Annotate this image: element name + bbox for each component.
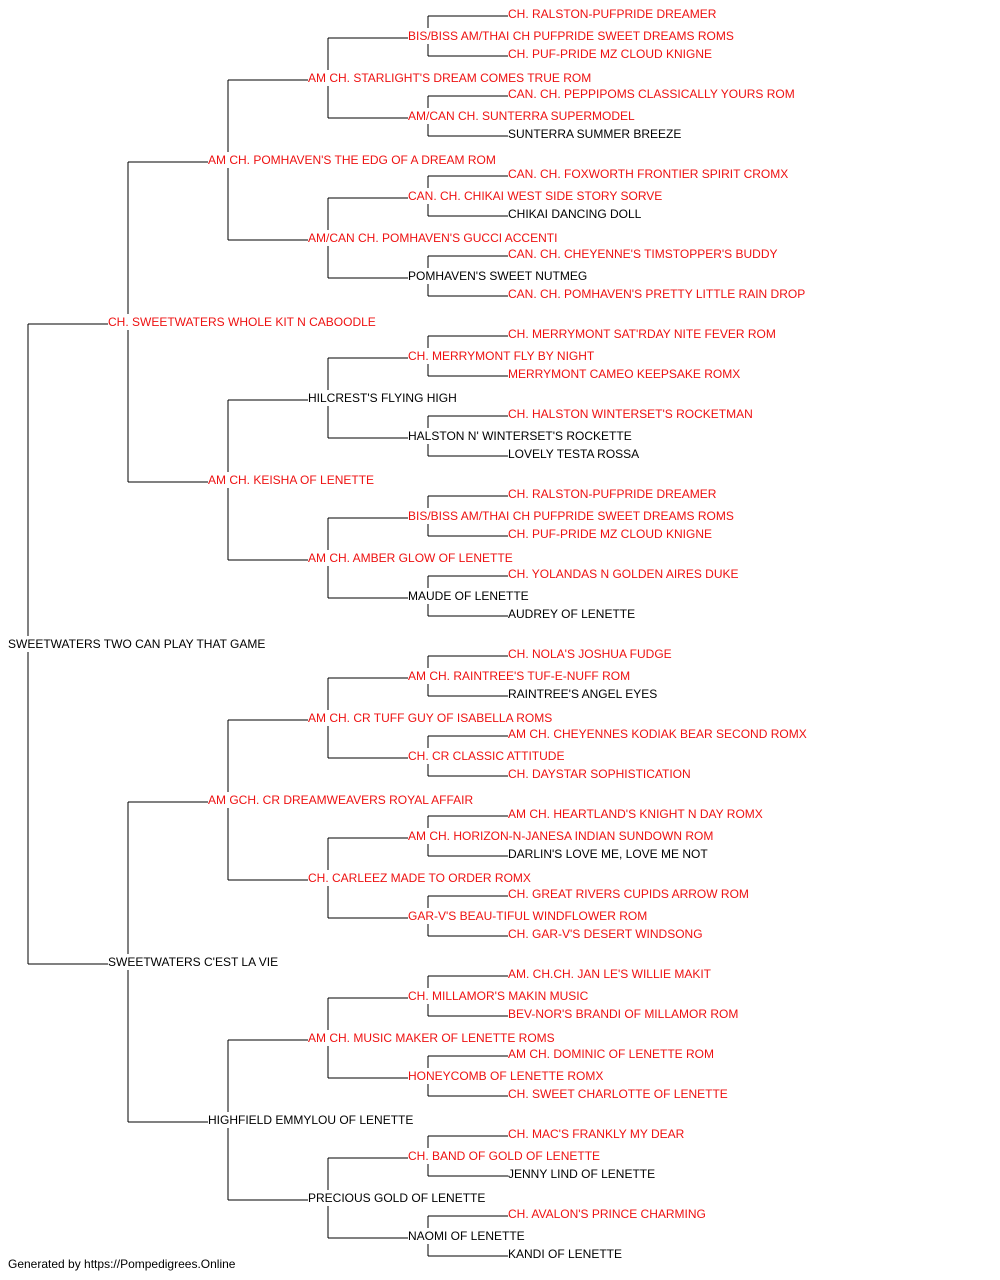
sire-name: CH. MERRYMONT SAT'RDAY NITE FEVER ROM: [508, 327, 776, 341]
sire-name: CH. MILLAMOR'S MAKIN MUSIC: [408, 989, 589, 1003]
sire-name: CH. YOLANDAS N GOLDEN AIRES DUKE: [508, 567, 739, 581]
sire-name: AM CH. POMHAVEN'S THE EDG OF A DREAM ROM: [208, 153, 496, 167]
sire-name: AM CH. HORIZON-N-JANESA INDIAN SUNDOWN R…: [408, 829, 714, 843]
dam-name: POMHAVEN'S SWEET NUTMEG: [408, 269, 588, 283]
dam-name: HALSTON N' WINTERSET'S ROCKETTE: [408, 429, 632, 443]
dam-name: LOVELY TESTA ROSSA: [508, 447, 640, 461]
dam-name: SUNTERRA SUMMER BREEZE: [508, 127, 682, 141]
dam-name: HONEYCOMB OF LENETTE ROMX: [408, 1069, 604, 1083]
footer-credit: Generated by https://Pompedigrees.Online: [8, 1257, 236, 1271]
dam-name: SWEETWATERS C'EST LA VIE: [108, 955, 279, 969]
dam-name: JENNY LIND OF LENETTE: [508, 1167, 656, 1181]
dam-name: CH. GAR-V'S DESERT WINDSONG: [508, 927, 703, 941]
sire-name: CH. SWEETWATERS WHOLE KIT N CABOODLE: [108, 315, 376, 329]
sire-name: CAN. CH. FOXWORTH FRONTIER SPIRIT CROMX: [508, 167, 789, 181]
dam-name: KANDI OF LENETTE: [508, 1247, 623, 1261]
sire-name: BIS/BISS AM/THAI CH PUFPRIDE SWEET DREAM…: [408, 509, 734, 523]
dam-name: CH. PUF-PRIDE MZ CLOUD KNIGNE: [508, 527, 713, 541]
dam-name: BEV-NOR'S BRANDI OF MILLAMOR ROM: [508, 1007, 739, 1021]
sire-name: CAN. CH. CHIKAI WEST SIDE STORY SORVE: [408, 189, 663, 203]
sire-name: HILCREST'S FLYING HIGH: [308, 391, 457, 405]
dam-name: GAR-V'S BEAU-TIFUL WINDFLOWER ROM: [408, 909, 648, 923]
sire-name: CH. RALSTON-PUFPRIDE DREAMER: [508, 487, 717, 501]
sire-name: AM CH. STARLIGHT'S DREAM COMES TRUE ROM: [308, 71, 592, 85]
sire-name: AM CH. DOMINIC OF LENETTE ROM: [508, 1047, 715, 1061]
dam-name: RAINTREE'S ANGEL EYES: [508, 687, 658, 701]
sire-name: CH. MAC'S FRANKLY MY DEAR: [508, 1127, 685, 1141]
sire-name: CH. NOLA'S JOSHUA FUDGE: [508, 647, 672, 661]
dam-name: MERRYMONT CAMEO KEEPSAKE ROMX: [508, 367, 741, 381]
sire-name: AM CH. CHEYENNES KODIAK BEAR SECOND ROMX: [508, 727, 807, 741]
dam-name: AUDREY OF LENETTE: [508, 607, 636, 621]
sire-name: CH. HALSTON WINTERSET'S ROCKETMAN: [508, 407, 753, 421]
sire-name: CAN. CH. CHEYENNE'S TIMSTOPPER'S BUDDY: [508, 247, 778, 261]
dam-name: PRECIOUS GOLD OF LENETTE: [308, 1191, 486, 1205]
dam-name: CH. CR CLASSIC ATTITUDE: [408, 749, 565, 763]
sire-name: AM. CH.CH. JAN LE'S WILLIE MAKIT: [508, 967, 711, 981]
sire-name: BIS/BISS AM/THAI CH PUFPRIDE SWEET DREAM…: [408, 29, 734, 43]
sire-name: AM CH. HEARTLAND'S KNIGHT N DAY ROMX: [508, 807, 763, 821]
dam-name: AM CH. AMBER GLOW OF LENETTE: [308, 551, 513, 565]
dam-name: CH. PUF-PRIDE MZ CLOUD KNIGNE: [508, 47, 713, 61]
dam-name: DARLIN'S LOVE ME, LOVE ME NOT: [508, 847, 708, 861]
sire-name: AM CH. CR TUFF GUY OF ISABELLA ROMS: [308, 711, 553, 725]
sire-name: CH. GREAT RIVERS CUPIDS ARROW ROM: [508, 887, 749, 901]
dam-name: CAN. CH. POMHAVEN'S PRETTY LITTLE RAIN D…: [508, 287, 806, 301]
dam-name: CH. CARLEEZ MADE TO ORDER ROMX: [308, 871, 531, 885]
dam-name: MAUDE OF LENETTE: [408, 589, 529, 603]
dam-name: AM CH. KEISHA OF LENETTE: [208, 473, 375, 487]
dam-name: CH. DAYSTAR SOPHISTICATION: [508, 767, 691, 781]
sire-name: CH. MERRYMONT FLY BY NIGHT: [408, 349, 595, 363]
sire-name: CH. BAND OF GOLD OF LENETTE: [408, 1149, 601, 1163]
dam-name: AM/CAN CH. SUNTERRA SUPERMODEL: [408, 109, 635, 123]
sire-name: CH. AVALON'S PRINCE CHARMING: [508, 1207, 706, 1221]
sire-name: AM CH. RAINTREE'S TUF-E-NUFF ROM: [408, 669, 631, 683]
dam-name: HIGHFIELD EMMYLOU OF LENETTE: [208, 1113, 414, 1127]
subject-name: SWEETWATERS TWO CAN PLAY THAT GAME: [8, 637, 266, 651]
sire-name: AM CH. MUSIC MAKER OF LENETTE ROMS: [308, 1031, 555, 1045]
dam-name: CHIKAI DANCING DOLL: [508, 207, 642, 221]
sire-name: CH. RALSTON-PUFPRIDE DREAMER: [508, 7, 717, 21]
sire-name: AM GCH. CR DREAMWEAVERS ROYAL AFFAIR: [208, 793, 474, 807]
sire-name: CAN. CH. PEPPIPOMS CLASSICALLY YOURS ROM: [508, 87, 795, 101]
dam-name: CH. SWEET CHARLOTTE OF LENETTE: [508, 1087, 728, 1101]
dam-name: AM/CAN CH. POMHAVEN'S GUCCI ACCENTI: [308, 231, 558, 245]
dam-name: NAOMI OF LENETTE: [408, 1229, 525, 1243]
